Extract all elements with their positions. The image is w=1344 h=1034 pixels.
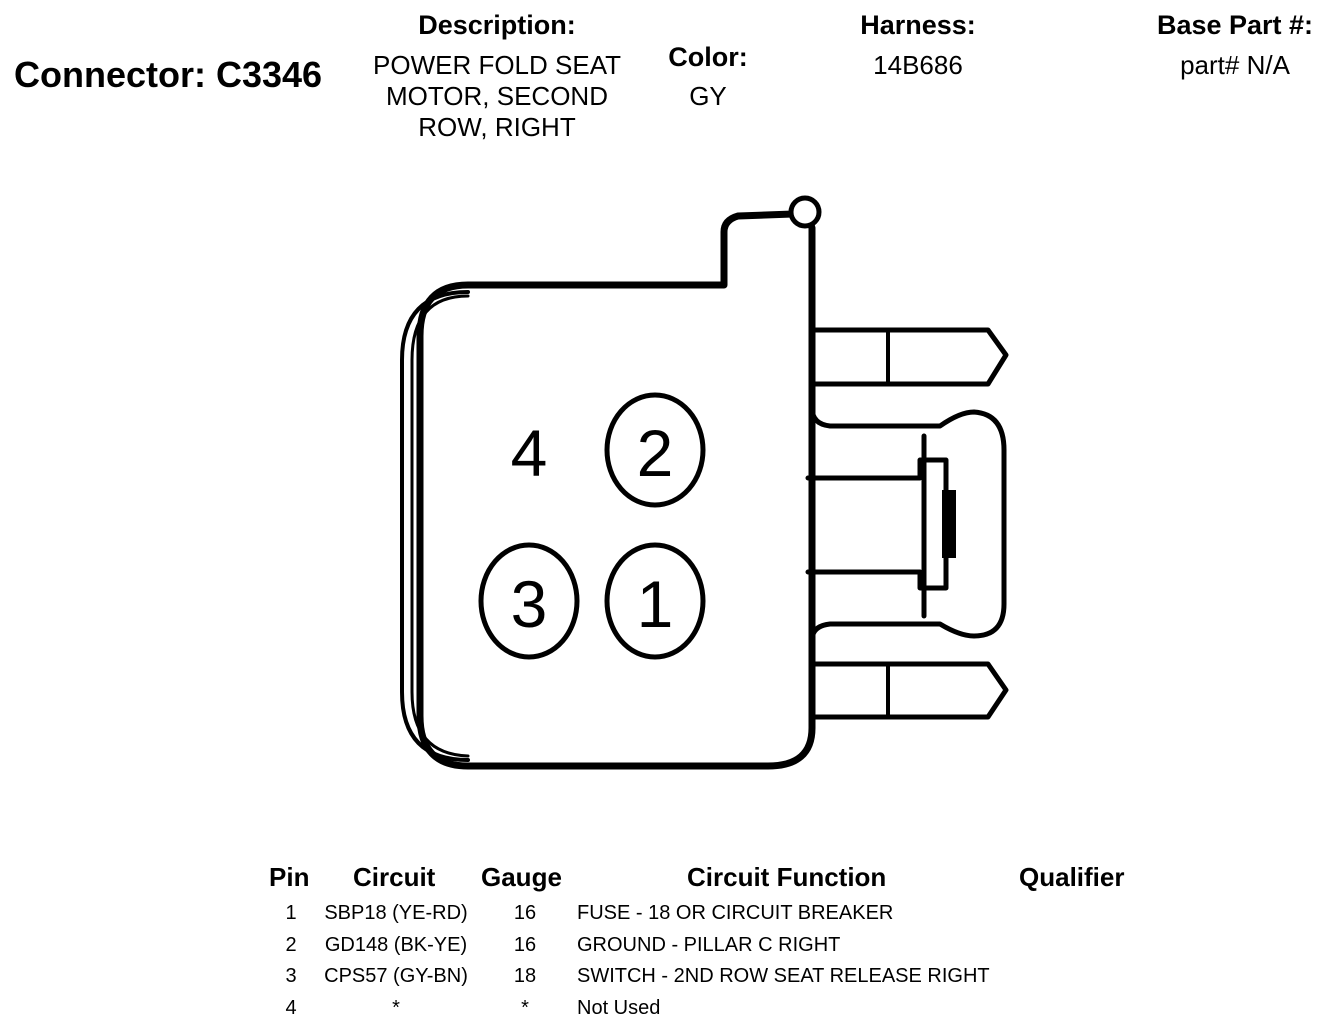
pin-column-header: Pin <box>269 862 310 892</box>
description-text: POWER FOLD SEAT MOTOR, SECOND ROW, RIGHT <box>352 50 642 143</box>
pin-cell: 1 <box>285 902 297 924</box>
base-part-value: part# N/A <box>1180 50 1290 80</box>
harness-header: Harness: <box>860 10 976 40</box>
pin-2-label: 2 <box>637 416 674 490</box>
connector-body <box>416 210 816 770</box>
function-cell: Not Used <box>577 997 661 1019</box>
pin-1-label: 1 <box>637 567 674 641</box>
circuit-cell: * <box>392 997 400 1019</box>
pin-cell: 2 <box>285 934 297 956</box>
pin-1-circle <box>604 542 706 660</box>
description-header: Description: <box>418 10 576 40</box>
description-line: POWER FOLD SEAT <box>373 50 621 80</box>
latch-hook <box>788 195 822 229</box>
gauge-cell: 16 <box>513 934 537 956</box>
lock-bar <box>942 490 956 558</box>
function-cell: SWITCH - 2ND ROW SEAT RELEASE RIGHT <box>577 965 990 987</box>
pin-3-label: 3 <box>511 567 548 641</box>
terminal-blade <box>809 661 1009 720</box>
gauge-cell: 18 <box>513 965 537 987</box>
qualifier-column-header: Qualifier <box>1019 862 1125 892</box>
pin-3-circle <box>478 542 580 660</box>
description-line: MOTOR, SECOND <box>386 81 608 111</box>
connector-shell-outline <box>410 294 470 758</box>
pin-cell: 3 <box>285 965 297 987</box>
function-cell: GROUND - PILLAR C RIGHT <box>577 934 841 956</box>
circuit-column-header: Circuit <box>353 862 436 892</box>
gauge-column-header: Gauge <box>481 862 562 892</box>
description-line: ROW, RIGHT <box>418 112 576 142</box>
function-cell: FUSE - 18 OR CIRCUIT BREAKER <box>577 902 894 924</box>
connector-drawing: 4 2 3 1 <box>400 195 1009 770</box>
pin-2-circle <box>604 392 706 508</box>
color-value: GY <box>689 81 727 111</box>
gauge-cell: * <box>521 997 529 1019</box>
base-part-header: Base Part #: <box>1156 10 1314 40</box>
gauge-cell: 16 <box>513 902 537 924</box>
pin-cell: 4 <box>285 997 297 1019</box>
harness-value: 14B686 <box>873 50 963 80</box>
color-header: Color: <box>668 42 748 72</box>
pin-4-label: 4 <box>511 416 548 490</box>
lock-housing <box>809 405 1007 643</box>
function-column-header: Circuit Function <box>687 862 887 892</box>
connector-title: Connector: C3346 <box>14 54 323 95</box>
circuit-cell: GD148 (BK-YE) <box>324 934 468 956</box>
circuit-cell: SBP18 (YE-RD) <box>324 902 468 924</box>
circuit-cell: CPS57 (GY-BN) <box>324 965 468 987</box>
terminal-blade <box>809 327 1009 387</box>
